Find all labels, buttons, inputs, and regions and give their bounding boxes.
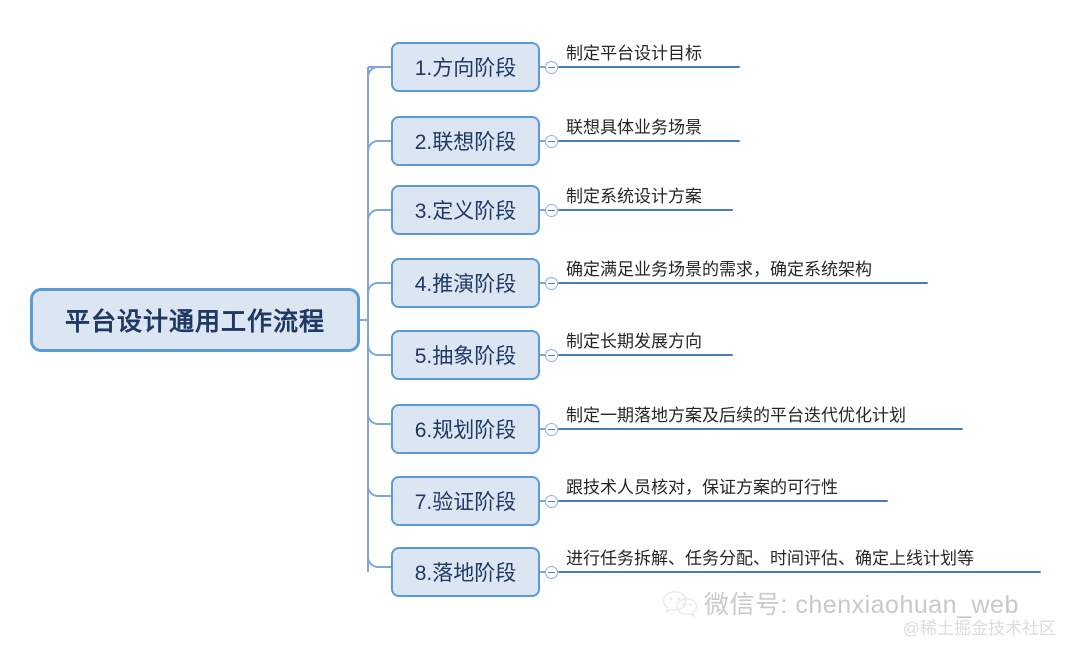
leaf-item-2[interactable]: 联想具体业务场景 [558, 106, 740, 142]
leaf-item-8-underline [558, 571, 1041, 573]
collapse-minus-icon-3[interactable] [545, 204, 558, 217]
leaf-item-6-text: 制定一期落地方案及后续的平台迭代优化计划 [566, 406, 906, 425]
stage-node-6-label: 6.规划阶段 [414, 419, 517, 442]
collapse-minus-icon-6[interactable] [545, 423, 558, 436]
wechat-bubble-icon [662, 590, 698, 618]
watermark: 微信号: chenxiaohuan_web @稀土掘金技术社区 [662, 583, 1062, 645]
leaf-item-4[interactable]: 确定满足业务场景的需求，确定系统架构 [558, 248, 928, 284]
branch-4 [367, 282, 391, 294]
branch-1-elbow [367, 66, 391, 87]
leaf-item-1-underline [558, 66, 740, 68]
leaf-item-8-text: 进行任务拆解、任务分配、时间评估、确定上线计划等 [566, 549, 974, 568]
stage-node-1[interactable]: 1.方向阶段 [391, 42, 540, 92]
stage-node-8[interactable]: 8.落地阶段 [391, 547, 540, 597]
stage-node-8-label: 8.落地阶段 [414, 562, 517, 585]
branch-8 [367, 556, 391, 568]
stage-node-7-label: 7.验证阶段 [414, 491, 517, 514]
stage-node-5[interactable]: 5.抽象阶段 [391, 330, 540, 380]
leaf-item-5-text: 制定长期发展方向 [566, 332, 702, 351]
branch-7 [367, 485, 391, 497]
leaf-item-5-underline [558, 354, 733, 356]
stage-node-4-label: 4.推演阶段 [414, 273, 517, 296]
leaf-item-7-underline [558, 500, 888, 502]
branch-5 [367, 344, 391, 356]
leaf-item-4-text: 确定满足业务场景的需求，确定系统架构 [566, 260, 872, 279]
collapse-minus-icon-4[interactable] [545, 277, 558, 290]
leaf-item-3[interactable]: 制定系统设计方案 [558, 175, 733, 211]
stage-node-1-label: 1.方向阶段 [414, 57, 517, 80]
leaf-item-3-underline [558, 209, 733, 211]
stage-node-4[interactable]: 4.推演阶段 [391, 258, 540, 308]
leaf-item-7[interactable]: 跟技术人员核对，保证方案的可行性 [558, 466, 888, 502]
collapse-minus-icon-5[interactable] [545, 349, 558, 362]
leaf-item-5[interactable]: 制定长期发展方向 [558, 320, 733, 356]
leaf-item-6-underline [558, 428, 963, 430]
leaf-item-2-underline [558, 140, 740, 142]
leaf-item-7-text: 跟技术人员核对，保证方案的可行性 [566, 478, 838, 497]
stage-node-5-label: 5.抽象阶段 [414, 345, 517, 368]
leaf-item-3-text: 制定系统设计方案 [566, 187, 702, 206]
stage-node-6[interactable]: 6.规划阶段 [391, 404, 540, 454]
watermark-row: 微信号: chenxiaohuan_web [662, 585, 1019, 621]
collapse-minus-icon-7[interactable] [545, 495, 558, 508]
watermark-sub-text: @稀土掘金技术社区 [902, 619, 1056, 638]
branch-6 [367, 413, 391, 425]
stage-node-3-label: 3.定义阶段 [414, 200, 517, 223]
stage-node-7[interactable]: 7.验证阶段 [391, 476, 540, 526]
leaf-item-2-text: 联想具体业务场景 [566, 118, 702, 137]
stage-node-2-label: 2.联想阶段 [414, 131, 517, 154]
stage-node-3[interactable]: 3.定义阶段 [391, 185, 540, 235]
stage-node-2[interactable]: 2.联想阶段 [391, 116, 540, 166]
leaf-item-6[interactable]: 制定一期落地方案及后续的平台迭代优化计划 [558, 394, 963, 430]
leaf-item-4-underline [558, 282, 928, 284]
leaf-item-8[interactable]: 进行任务拆解、任务分配、时间评估、确定上线计划等 [558, 537, 1041, 573]
branch-3 [367, 209, 391, 221]
watermark-main-text: 微信号: chenxiaohuan_web [704, 591, 1019, 619]
root-node[interactable]: 平台设计通用工作流程 [30, 288, 360, 352]
collapse-minus-icon-1[interactable] [545, 61, 558, 74]
collapse-minus-icon-2[interactable] [545, 135, 558, 148]
collapse-minus-icon-8[interactable] [545, 566, 558, 579]
root-node-label: 平台设计通用工作流程 [64, 308, 325, 336]
leaf-item-1-text: 制定平台设计目标 [566, 44, 702, 63]
branch-2 [367, 140, 391, 152]
leaf-item-1[interactable]: 制定平台设计目标 [558, 32, 740, 68]
